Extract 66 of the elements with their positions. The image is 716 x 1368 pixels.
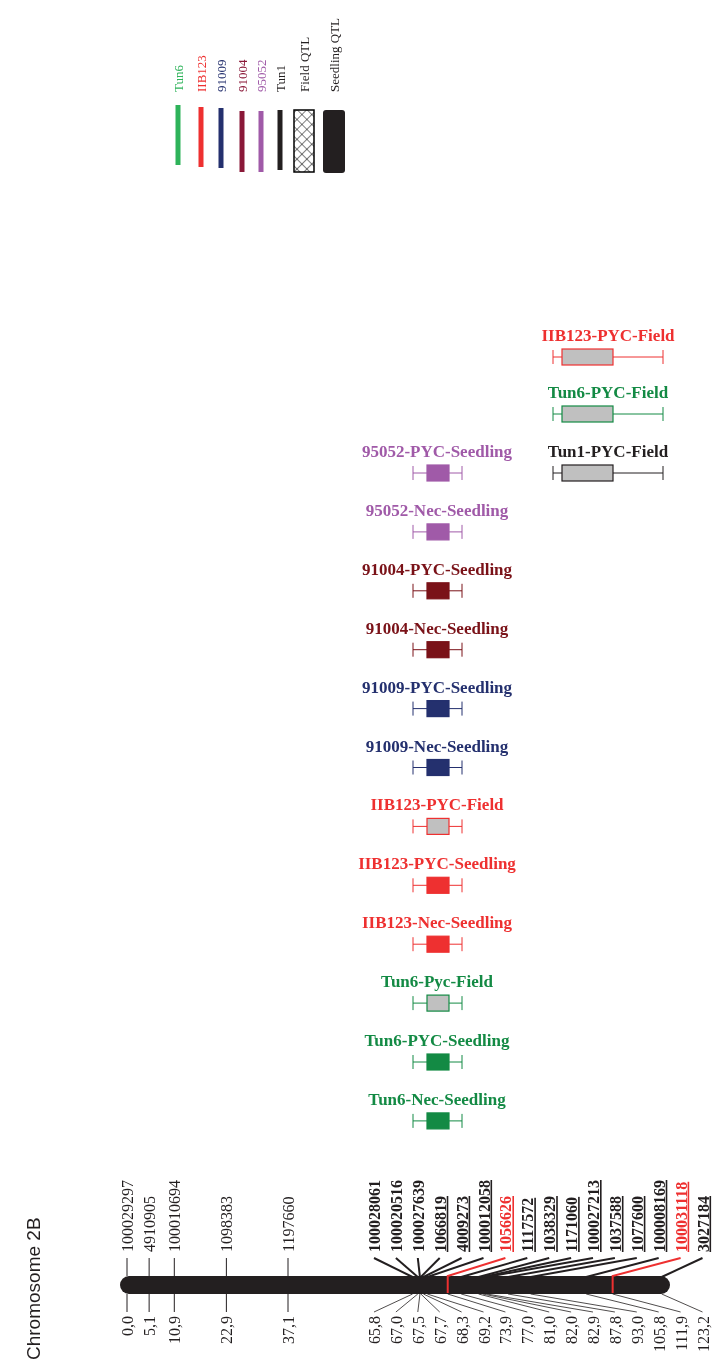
position-label: 111,9: [672, 1316, 690, 1351]
marker-name: 100027213: [585, 1180, 602, 1252]
qtl-label: 91004-Nec-Seedling: [365, 618, 509, 638]
position-label: 67,0: [387, 1316, 405, 1344]
legend-label: 91009: [214, 59, 229, 92]
position-label: 123,2: [694, 1316, 712, 1352]
qtl-label: Tun6-Pyc-Field: [381, 972, 493, 992]
position-label: 77,0: [519, 1316, 537, 1344]
position-label: 65,8: [366, 1316, 383, 1344]
marker-name: 100008169: [650, 1180, 668, 1252]
qtl-label: Tun6-PYC-Seedling: [364, 1031, 510, 1050]
marker-name: 1037588: [606, 1196, 624, 1252]
qtl-label: IIB123-PYC-Field: [370, 795, 504, 815]
legend-label: Tun6: [171, 65, 186, 92]
qtl-label: Tun6-Nec-Seedling: [368, 1089, 506, 1109]
position-label: 73,9: [497, 1316, 515, 1344]
marker-name: 1171060: [563, 1196, 581, 1252]
legend-label: 95052: [254, 59, 269, 92]
position-label: 81,0: [541, 1316, 559, 1344]
marker-name: 1077600: [628, 1196, 646, 1252]
legend-label: 91004: [235, 59, 250, 92]
position-label: 82,9: [585, 1316, 602, 1344]
marker-name: 100020516: [387, 1180, 405, 1252]
position-label: 22,9: [218, 1316, 236, 1344]
position-label: 0,0: [119, 1316, 136, 1336]
position-label: 10,9: [166, 1316, 184, 1344]
qtl-label: IIB123-PYC-Field: [541, 326, 675, 345]
marker-name: 1197660: [280, 1196, 297, 1252]
qtl-label: 91009-PYC-Seedling: [361, 677, 513, 697]
position-label: 93,0: [628, 1316, 646, 1344]
marker-name: 100027639: [409, 1180, 427, 1252]
qtl-label: 91004-PYC-Seedling: [361, 559, 513, 579]
position-label: 82,0: [563, 1316, 581, 1344]
qtl-label: IIB123-Nec-Seedling: [361, 913, 513, 933]
legend-label: Seedling QTL: [327, 18, 342, 92]
marker-name: 4009273: [453, 1196, 471, 1252]
marker-name: 1117572: [519, 1197, 537, 1252]
qtl-label: 91009-Nec-Seedling: [365, 736, 509, 756]
legend-label: Field QTL: [297, 36, 312, 92]
position-label: 87,8: [606, 1316, 624, 1344]
position-label: 67,5: [409, 1316, 427, 1344]
position-label: 68,3: [453, 1316, 471, 1344]
marker-name: 1038329: [541, 1196, 559, 1252]
qtl-label: 95052-Nec-Seedling: [365, 500, 509, 520]
qtl-label: 95052-PYC-Seedling: [361, 442, 513, 461]
marker-name: 100012058: [475, 1180, 493, 1252]
chromosome-title: Chromosome 2B: [23, 1217, 44, 1360]
position-label: 105,8: [650, 1316, 668, 1352]
position-label: 5,1: [141, 1316, 159, 1336]
qtl-label: Tun6-PYC-Field: [547, 383, 669, 402]
marker-name: 1098383: [218, 1196, 236, 1252]
legend-label: IIB123: [194, 55, 209, 92]
position-label: 69,2: [475, 1316, 493, 1344]
qtl-label: IIB123-PYC-Seedling: [358, 854, 516, 874]
marker-name: 3027184: [694, 1196, 712, 1252]
marker-name: 100028061: [366, 1180, 383, 1252]
marker-name: 100010694: [166, 1180, 184, 1252]
qtl-label: Tun1-PYC-Field: [547, 442, 669, 461]
marker-name: 4910905: [141, 1196, 159, 1252]
marker-name: 100029297: [119, 1180, 136, 1252]
legend-label: Tun1: [273, 65, 288, 92]
marker-name: 1066819: [431, 1196, 449, 1252]
position-label: 37,1: [280, 1316, 297, 1344]
position-label: 67,7: [431, 1316, 449, 1344]
marker-name: 100031118: [672, 1181, 690, 1252]
marker-name: 1056626: [497, 1196, 515, 1252]
